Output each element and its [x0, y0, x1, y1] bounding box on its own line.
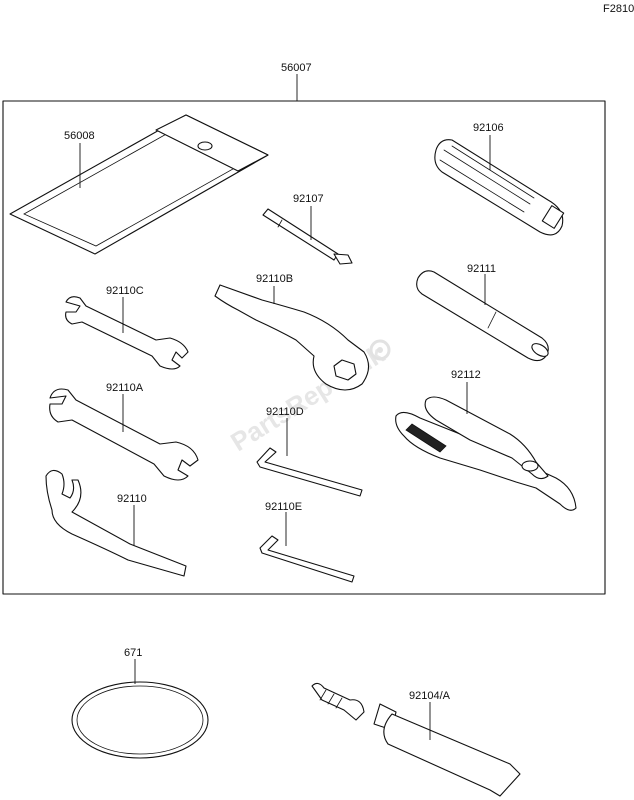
- label-56008: 56008: [64, 130, 95, 142]
- open-end-wrench-92110c[interactable]: 92110C: [65, 285, 189, 370]
- box-wrench-92110b[interactable]: 92110B: [214, 273, 370, 391]
- label-92110: 92110: [117, 493, 147, 505]
- label-92111: 92111: [467, 263, 496, 275]
- label-56007: 56007: [281, 62, 312, 74]
- label-671: 671: [124, 647, 142, 659]
- hook-wrench-92110[interactable]: 92110: [45, 469, 187, 577]
- tool-pouch[interactable]: 56008: [9, 114, 269, 255]
- label-92110e: 92110E: [265, 501, 302, 513]
- label-92110a: 92110A: [106, 382, 144, 394]
- pliers[interactable]: 92112: [395, 369, 577, 511]
- label-92110c: 92110C: [106, 285, 144, 297]
- o-ring[interactable]: 671: [71, 647, 209, 759]
- extension-bar[interactable]: 92111: [416, 263, 551, 362]
- label-92107: 92107: [293, 193, 324, 205]
- allen-key-92110e[interactable]: 92110E: [259, 501, 355, 583]
- label-92110d: 92110D: [266, 406, 304, 418]
- open-end-wrench-92110a[interactable]: 92110A: [49, 382, 199, 481]
- watermark-gear-icon: [369, 339, 391, 361]
- label-92106: 92106: [473, 122, 504, 134]
- figure-code: F2810: [603, 3, 634, 15]
- label-92112: 92112: [451, 369, 481, 381]
- tool-kit-frame: 56007: [2, 62, 606, 595]
- screwdriver-bit[interactable]: 92107: [262, 193, 353, 265]
- grease-tube[interactable]: 92104/A: [311, 682, 521, 797]
- allen-key-92110d[interactable]: 92110D: [256, 406, 363, 497]
- label-92110b: 92110B: [256, 273, 293, 285]
- label-92104a: 92104/A: [409, 690, 451, 702]
- screwdriver-handle[interactable]: 92106: [434, 122, 565, 236]
